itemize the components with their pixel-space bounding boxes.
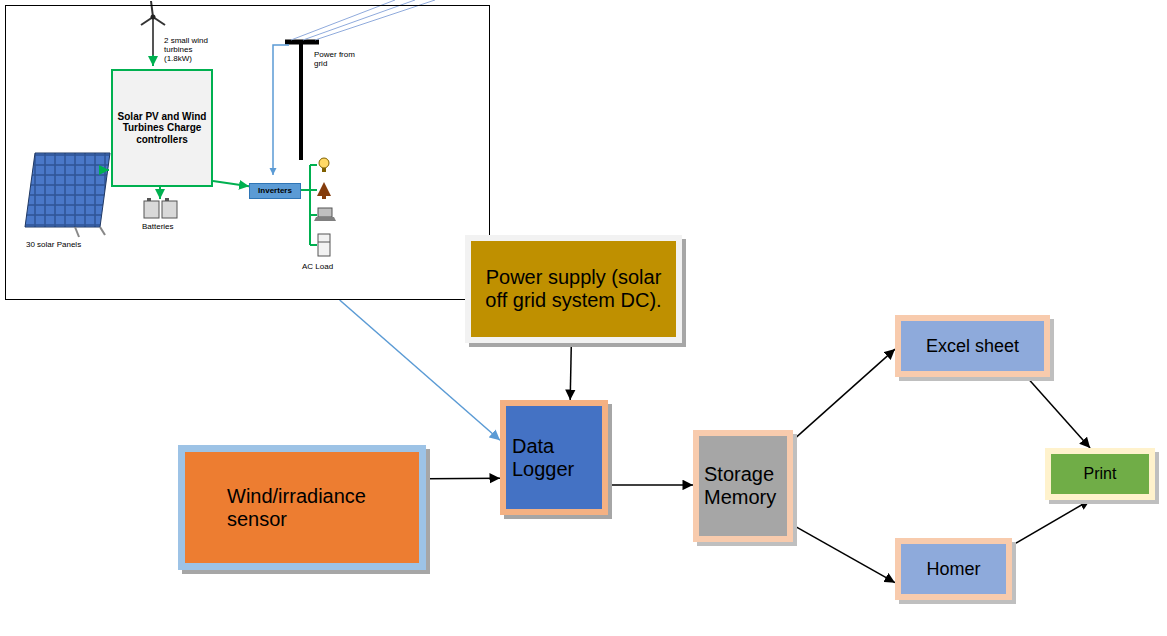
storage-memory-box: Storage Memory: [693, 430, 793, 542]
connector-arrow: [1027, 377, 1090, 448]
box-label: Data Logger: [512, 435, 596, 481]
box-label: Power supply (solar off grid system DC).: [479, 266, 668, 312]
connector-arrow: [570, 343, 571, 400]
solar-panel: [25, 153, 110, 237]
ac-load-bus: [300, 158, 336, 256]
box-label: Solar PV and Wind Turbines Charge contro…: [117, 111, 207, 146]
box-label: Inverters: [258, 186, 292, 195]
box-label: Excel sheet: [926, 336, 1019, 357]
grid-pole: [273, 0, 435, 175]
data-logger-box: Data Logger: [500, 400, 608, 515]
connector-arrow: [608, 484, 693, 486]
box-label: Storage Memory: [704, 463, 782, 509]
connector-arrow: [213, 181, 249, 186]
print-box: Print: [1045, 448, 1155, 500]
homer-box: Homer: [895, 538, 1012, 600]
battery-bank: [144, 186, 177, 218]
connector-arrow: [1012, 500, 1090, 545]
power-supply-box: Power supply (solar off grid system DC).: [465, 235, 682, 343]
inverter-box: Inverters: [249, 183, 301, 199]
connector-arrow: [426, 477, 500, 479]
charge-controller-box: Solar PV and Wind Turbines Charge contro…: [111, 69, 213, 187]
box-label: Print: [1084, 465, 1117, 483]
excel-box: Excel sheet: [895, 315, 1050, 377]
connector-arrow: [793, 525, 895, 582]
caption-label: Batteries: [142, 222, 186, 231]
sensor-box: Wind/irradiance sensor: [178, 445, 426, 570]
illustration-frame: 2 small wind turbines (1.8kW) Power from …: [5, 5, 490, 300]
box-label: Wind/irradiance sensor: [227, 485, 377, 531]
caption-label: 30 solar Panels: [26, 240, 86, 249]
caption-label: 2 small wind turbines (1.8kW): [164, 36, 222, 64]
caption-label: Power from grid: [314, 50, 370, 68]
box-label: Homer: [926, 559, 980, 580]
connector-arrow: [793, 349, 895, 440]
wind-turbine: [141, 1, 165, 66]
caption-label: AC Load: [302, 262, 346, 271]
